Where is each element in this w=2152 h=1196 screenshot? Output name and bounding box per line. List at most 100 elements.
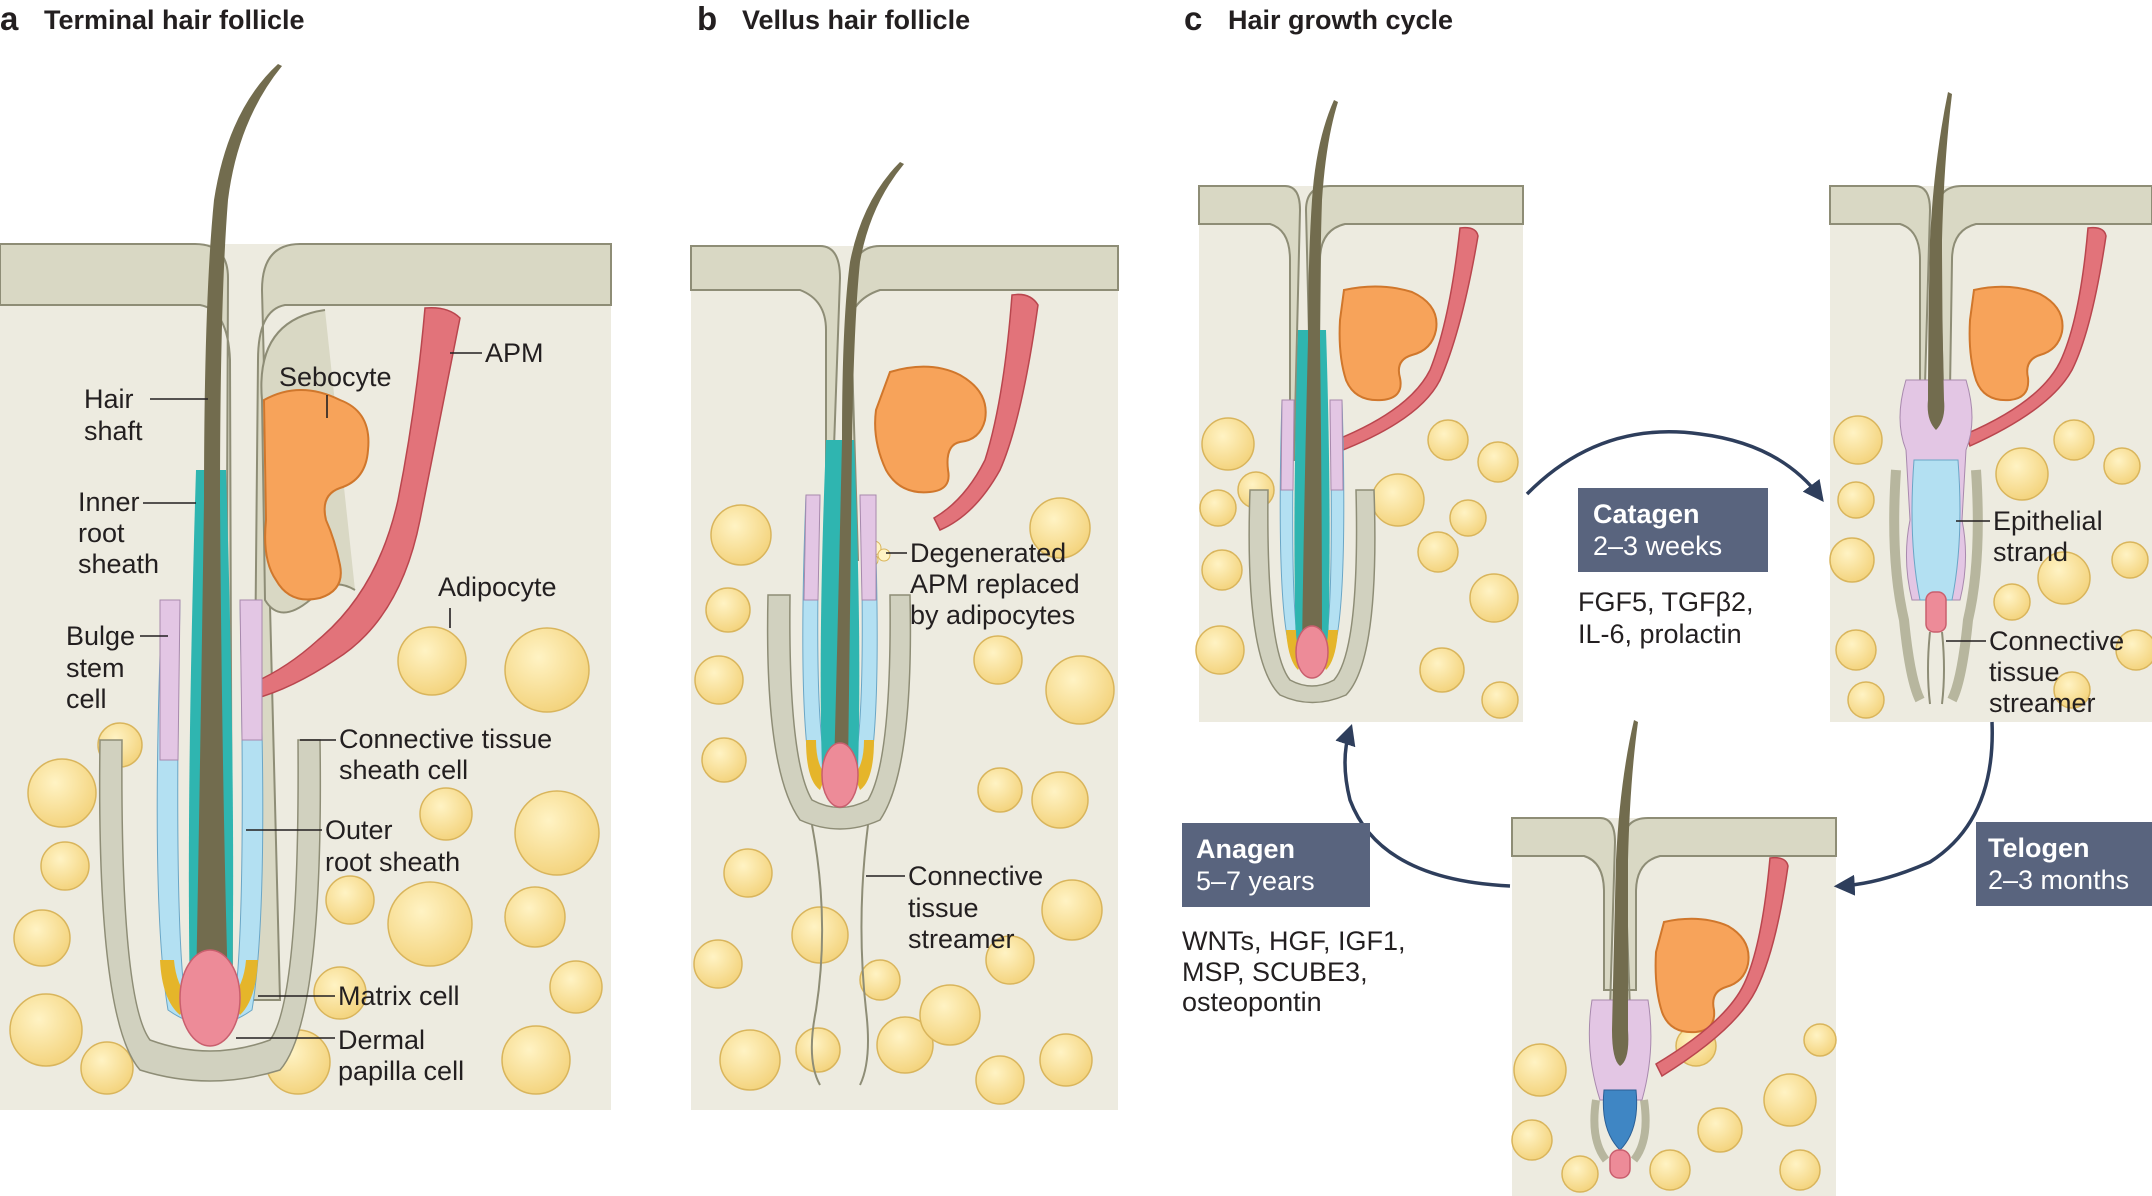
adipocyte	[795, 1027, 841, 1073]
adipocyte	[859, 959, 901, 1001]
sebaceous-gland	[1338, 285, 1438, 402]
epidermis	[1198, 185, 1524, 461]
adipocyte	[325, 875, 375, 925]
adipocyte	[719, 1029, 781, 1091]
arrow-anagen-to-catagen	[1525, 430, 1824, 503]
sebaceous-gland	[1654, 917, 1750, 1034]
adipocyte	[1371, 473, 1425, 527]
bulge-region-right	[239, 599, 263, 741]
arrow-telogen-to-anagen	[1335, 724, 1511, 888]
adipocyte	[40, 841, 90, 891]
adipocyte	[1561, 1155, 1599, 1193]
panel-b: b Vellus hair follicle	[690, 0, 1119, 1110]
adipocyte	[2053, 671, 2091, 709]
adipocyte	[1195, 625, 1245, 675]
vellus-hair-shaft	[834, 162, 904, 770]
telogen-name: Telogen	[1988, 833, 2090, 863]
adipocyte	[1449, 499, 1487, 537]
adipocyte	[1417, 531, 1459, 573]
adipocyte	[973, 635, 1023, 685]
hair-shaft	[196, 64, 282, 990]
connective-tissue-sheath	[1248, 489, 1376, 704]
catagen-follicle	[1829, 92, 2152, 722]
small-adipocyte	[877, 548, 891, 562]
adipocyte	[876, 1016, 934, 1074]
adipocyte	[13, 909, 71, 967]
matrix-cells-right	[854, 740, 874, 790]
streamer-strand	[1927, 631, 1945, 705]
matrix-cells-left	[806, 740, 826, 790]
adipocyte	[27, 758, 97, 828]
adipocyte	[1995, 447, 2049, 501]
catagen-box: Catagen 2–3 weeks FGF5, TGFβ2,IL-6, prol…	[1578, 488, 1768, 649]
adipocyte	[1513, 1043, 1567, 1097]
telogen-box: Telogen 2–3 months	[1976, 822, 2152, 906]
sebaceous-gland	[262, 389, 370, 601]
dermal-papilla	[821, 742, 859, 808]
adipocyte	[1419, 647, 1465, 693]
adipocyte	[514, 790, 600, 876]
panel-b-title: Vellus hair follicle	[742, 5, 970, 35]
club-hair-shaft	[1612, 720, 1638, 1066]
adipocyte	[705, 587, 751, 633]
epidermis	[1829, 185, 2152, 421]
sebaceous-gland	[874, 365, 987, 494]
adipocyte	[977, 767, 1023, 813]
adipocyte	[1697, 1107, 1743, 1153]
panel-b-letter: b	[697, 0, 717, 37]
adipocyte	[80, 1041, 134, 1095]
adipocyte	[549, 960, 603, 1014]
telogen-box-bg	[1976, 822, 2152, 906]
adipocyte	[504, 627, 590, 713]
adipocyte	[1031, 771, 1089, 829]
anagen-duration: 5–7 years	[1196, 866, 1315, 896]
catagen-name: Catagen	[1593, 499, 1700, 529]
epithelial-strand	[1911, 459, 1961, 601]
adipocyte	[1477, 441, 1519, 483]
epidermis	[690, 245, 1119, 561]
adipocyte	[1763, 1073, 1817, 1127]
label-sebocyte: Sebocyte	[279, 362, 392, 392]
adipocyte	[419, 787, 473, 841]
adipocyte	[1829, 537, 1875, 583]
dermal-papilla	[1925, 591, 1947, 633]
adipocyte	[723, 848, 773, 898]
adipocyte	[9, 993, 83, 1067]
adipocyte	[2053, 419, 2095, 461]
bulge-region-left	[803, 494, 821, 601]
telogen-sheath	[1590, 1099, 1650, 1163]
adipocyte	[985, 935, 1035, 985]
adipocyte	[313, 966, 367, 1020]
adipocyte	[387, 881, 473, 967]
label-apm: APM	[485, 338, 544, 368]
arrector-pili-muscle-remnant	[933, 293, 1039, 531]
adipocyte	[2037, 551, 2091, 605]
adipocyte	[1835, 629, 1877, 671]
bulge-region-right	[859, 494, 877, 601]
sebaceous-gland	[1968, 285, 2064, 402]
adipocyte	[1201, 549, 1243, 591]
streamer-strand	[859, 824, 869, 1086]
adipocyte	[1993, 583, 2031, 621]
cycle-arrows	[1335, 430, 1994, 896]
anagen-box: Anagen 5–7 years WNTs, HGF, IGF1,MSP, SC…	[1182, 823, 1406, 1017]
adipocyte	[2115, 629, 2152, 671]
adipocyte	[693, 939, 743, 989]
anagen-factors: WNTs, HGF, IGF1,MSP, SCUBE3,osteopontin	[1182, 926, 1406, 1017]
connective-tissue-sheath	[766, 594, 912, 830]
adipocyte	[1779, 1149, 1821, 1191]
adipocyte	[1847, 681, 1885, 719]
adipocyte	[1837, 481, 1875, 519]
adipocyte	[397, 626, 467, 696]
arrector-pili-muscle	[247, 306, 461, 701]
